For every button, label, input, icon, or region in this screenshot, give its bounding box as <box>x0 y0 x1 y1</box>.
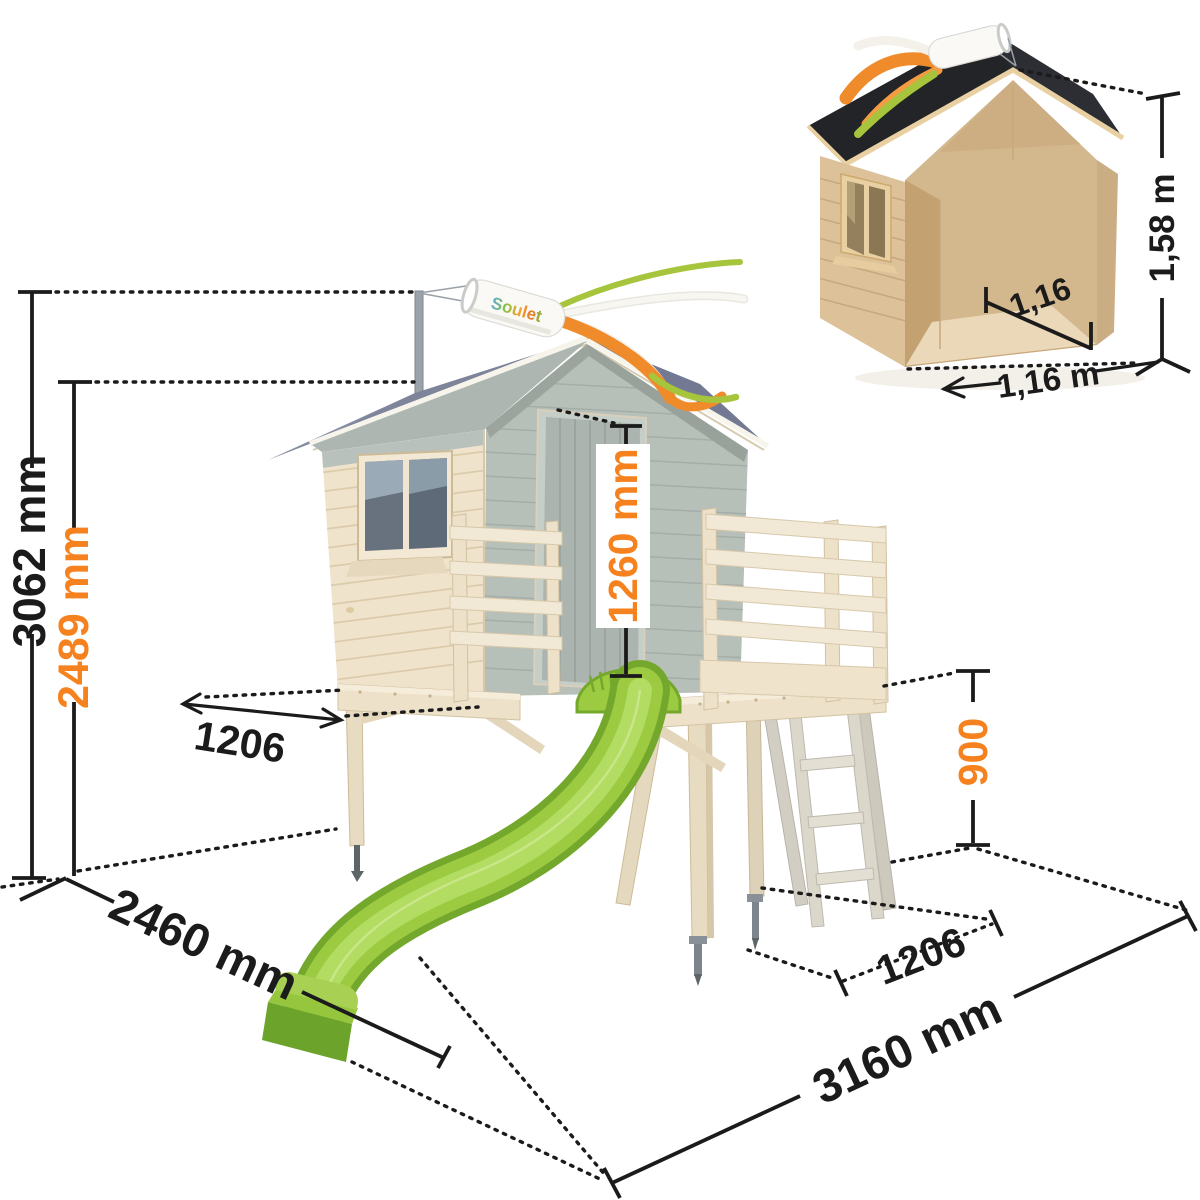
inset-windsock <box>839 22 1017 138</box>
dim-label-platform-height: 900 <box>950 718 996 786</box>
windsock-streamers <box>552 259 749 412</box>
ground-anchor <box>354 845 360 873</box>
ground-anchor <box>752 896 759 940</box>
dim-depth-right: 1206 <box>746 886 1004 997</box>
inset-dimension-annotations: 1,58 m 1,16 1,16 m <box>906 68 1191 405</box>
ground-anchor <box>694 938 702 976</box>
dim-platform-height: 900 <box>882 669 1188 912</box>
windsock: Soulet <box>418 259 749 412</box>
slide <box>262 660 682 1062</box>
dim-label-background <box>596 444 650 628</box>
dim-label-depth-right: 1206 <box>870 918 972 994</box>
dim-house-front-height: 1260 mm <box>556 408 650 678</box>
dim-label-depth-left: 1206 <box>191 712 288 772</box>
inset-right-wall-edge <box>1097 160 1118 345</box>
dim-label-total-width: 3160 mm <box>804 981 1009 1114</box>
dim-label-inset-exterior-width: 1,16 m <box>995 354 1102 405</box>
platform-railing <box>699 507 889 711</box>
dim-upper-height: 2489 mm <box>0 380 416 902</box>
dim-label-total-height: 3062 mm <box>4 455 55 648</box>
dim-total-width: 3160 mm <box>350 900 1198 1199</box>
flag-pole <box>414 290 424 408</box>
porch-railing <box>449 513 563 703</box>
inset-left-wall <box>820 156 905 367</box>
window <box>346 449 453 577</box>
front-wall <box>322 430 485 698</box>
inset-house-illustration <box>806 22 1145 390</box>
support-legs <box>345 687 897 986</box>
dim-label-inset-height: 1,58 m <box>1143 174 1182 283</box>
main-playhouse-illustration: Soulet <box>262 259 897 1062</box>
dim-label-house-front-height: 1260 mm <box>600 448 646 624</box>
inset-ground-shadow <box>855 366 1145 390</box>
ladder <box>761 697 897 928</box>
dim-label-total-depth: 2460 mm <box>102 877 307 1010</box>
dim-total-height: 3062 mm <box>4 290 415 880</box>
dim-label-upper-height: 2489 mm <box>50 525 98 709</box>
inset-window <box>832 173 898 274</box>
windsock-body: Soulet <box>460 277 566 338</box>
inset-interior <box>905 80 1097 367</box>
dim-inset-height: 1,58 m <box>1018 68 1191 377</box>
